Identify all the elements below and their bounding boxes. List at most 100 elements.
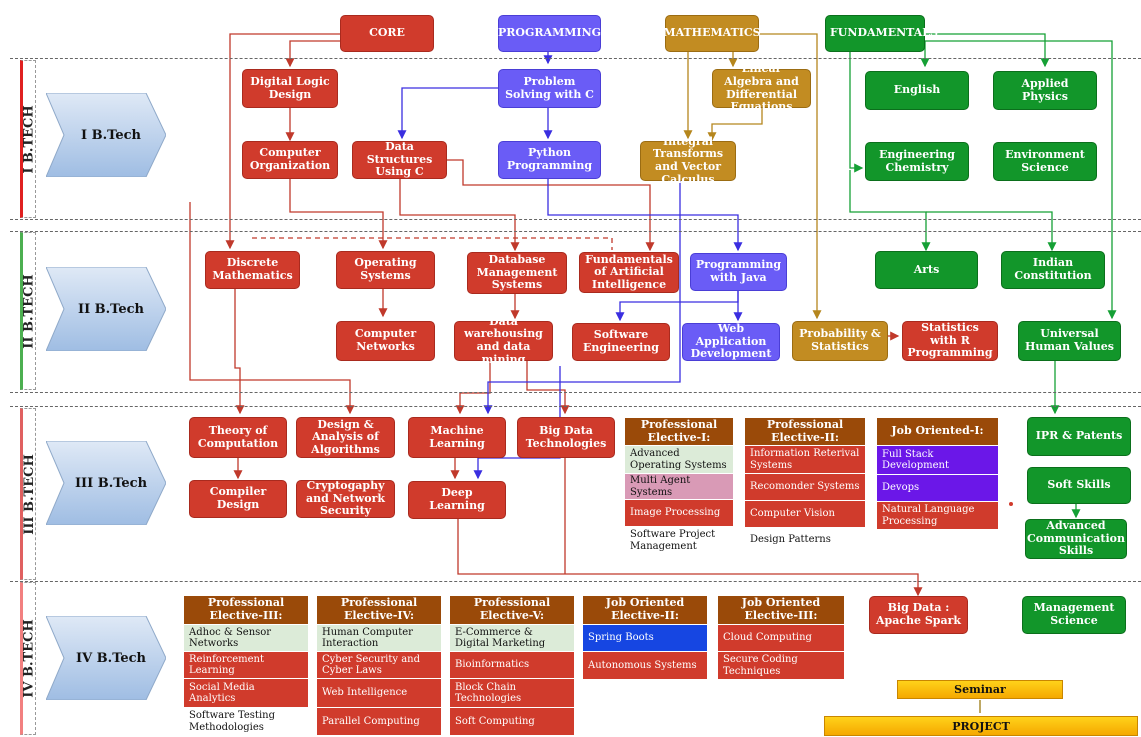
course-deep-learning: Deep Learning (408, 481, 506, 519)
course-discrete-mathematics: Discrete Mathematics (205, 251, 300, 289)
elective-pe5-title: Professional Elective-V: (450, 596, 574, 624)
year-bar-3: III B.TECH (20, 408, 37, 580)
separator-5 (10, 406, 1141, 407)
year-chevron-4-label: IV B.Tech (75, 650, 147, 666)
year-bar-4-label: IV B.TECH (21, 619, 37, 698)
year-bar-2-label: II B.TECH (21, 273, 37, 349)
elective-jo3-item: Secure Coding Techniques (718, 651, 844, 679)
elective-pe2-item: Information Reterival Systems (745, 445, 865, 473)
elective-pe3-item: Adhoc & Sensor Networks (184, 624, 308, 651)
project-bar: PROJECT (824, 716, 1138, 736)
course-compiler-design: Compiler Design (189, 480, 287, 518)
elective-pe1-item: Image Processing (625, 499, 733, 526)
elective-pe1-item: Advanced Operating Systems (625, 445, 733, 473)
elective-pe3-title: Professional Elective-III: (184, 596, 308, 624)
elective-panel-pe5: Professional Elective-V: E-Commerce & Di… (450, 596, 574, 735)
course-design-analysis-algorithms: Design & Analysis of Algorithms (296, 417, 395, 458)
course-operating-systems: Operating Systems (336, 251, 435, 289)
course-integral-transforms: Integral Transforms and Vector Calculus (640, 135, 736, 185)
elective-pe5-item: E-Commerce & Digital Marketing (450, 624, 574, 651)
elective-pe2-item: Computer Vision (745, 500, 865, 527)
year-chevron-3-label: III B.Tech (74, 475, 148, 491)
elective-pe3-item: Software Testing Methodologies (184, 707, 308, 735)
year-bar-2: II B.TECH (20, 232, 37, 390)
course-applied-physics: Applied Physics (993, 71, 1097, 110)
year-chevron-3: III B.Tech (46, 441, 166, 525)
course-advanced-communication-skills: Advanced Communication Skills (1025, 519, 1127, 559)
elective-pe4-item: Cyber Security and Cyber Laws (317, 651, 441, 678)
course-english: English (865, 71, 969, 110)
elective-pe4-item: Parallel Computing (317, 707, 441, 735)
course-big-data-technologies: Big Data Technologies (517, 417, 615, 458)
course-computer-networks: Computer Networks (336, 321, 435, 361)
elective-panel-pe2: Professional Elective-II: Information Re… (745, 418, 865, 552)
separator-6 (10, 581, 1141, 582)
elective-jo3-title: Job Oriented Elective-III: (718, 596, 844, 624)
elective-panel-jo2: Job Oriented Elective-II: Spring Boots A… (583, 596, 707, 679)
elective-jo3-item: Cloud Computing (718, 624, 844, 651)
elective-panel-pe3: Professional Elective-III: Adhoc & Senso… (184, 596, 308, 735)
course-environment-science: Environment Science (993, 142, 1097, 181)
course-universal-human-values: Universal Human Values (1018, 321, 1121, 361)
course-arts: Arts (875, 251, 978, 289)
course-theory-of-computation: Theory of Computation (189, 417, 287, 458)
seminar-bar: Seminar (897, 680, 1063, 699)
elective-pe1-item: Software Project Management (625, 526, 733, 554)
year-bar-1: I B.TECH (20, 60, 37, 218)
course-soft-skills: Soft Skills (1027, 467, 1131, 504)
course-cryptography-network-security: Cryptogaphy and Network Security (296, 479, 395, 518)
elective-jo1-item: Natural Language Processing (877, 501, 998, 529)
year-bar-4: IV B.TECH (20, 582, 37, 735)
elective-pe1-item: Multi Agent Systems (625, 473, 733, 499)
elective-jo1-item: Full Stack Development (877, 445, 998, 474)
course-data-warehousing: Data warehousing and data mining (454, 315, 553, 365)
course-problem-solving-c: Problem Solving with C (498, 69, 601, 108)
year-chevron-1: I B.Tech (46, 93, 166, 177)
course-machine-learning: Machine Learning (408, 417, 506, 458)
year-chevron-1-label: I B.Tech (81, 127, 141, 143)
header-mathematics: MATHEMATICS (663, 15, 761, 52)
course-computer-organization: Computer Organization (242, 141, 338, 179)
elective-jo1-title: Job Oriented-I: (877, 418, 998, 445)
year-bar-1-label: I B.TECH (21, 104, 37, 174)
course-web-application-development: Web Application Development (682, 322, 780, 361)
elective-jo1-item: Devops (877, 474, 998, 501)
header-fundamentals: FUNDAMENTALS (825, 15, 938, 52)
elective-panel-jo3: Job Oriented Elective-III: Cloud Computi… (718, 596, 844, 679)
separator-4 (10, 392, 1141, 393)
course-data-structures-c: Data Structures Using C (352, 140, 447, 179)
course-dbms: Database Management Systems (467, 252, 567, 294)
year-chevron-2: II B.Tech (46, 267, 166, 351)
separator-2 (10, 219, 1141, 220)
elective-pe4-item: Web Intelligence (317, 678, 441, 707)
header-core: CORE (340, 15, 434, 52)
year-bar-3-label: III B.TECH (21, 453, 37, 535)
elective-jo2-title: Job Oriented Elective-II: (583, 596, 707, 624)
course-linear-algebra: Linear Algebra and Differential Equation… (712, 62, 811, 113)
elective-pe3-item: Social Media Analytics (184, 678, 308, 707)
elective-pe5-item: Block Chain Technologies (450, 678, 574, 707)
elective-panel-pe4: Professional Elective-IV: Human Computer… (317, 596, 441, 735)
course-software-engineering: Software Engineering (572, 323, 670, 361)
elective-pe5-item: Bioinformatics (450, 651, 574, 678)
elective-jo2-item: Spring Boots (583, 624, 707, 651)
course-management-science: Management Science (1022, 596, 1126, 634)
elective-pe1-title: Professional Elective-I: (625, 418, 733, 445)
elective-pe2-item: Design Patterns (745, 527, 865, 552)
course-fundamentals-ai: Fundamentals of Artificial Intelligence (579, 252, 679, 293)
course-big-data-apache-spark: Big Data : Apache Spark (869, 596, 968, 634)
course-indian-constitution: Indian Constitution (1001, 251, 1105, 289)
separator-1 (10, 58, 1141, 59)
elective-pe4-title: Professional Elective-IV: (317, 596, 441, 624)
elective-jo2-item: Autonomous Systems (583, 651, 707, 679)
course-digital-logic-design: Digital Logic Design (242, 69, 338, 108)
course-python-programming: Python Programming (498, 141, 601, 179)
year-chevron-4: IV B.Tech (46, 616, 166, 700)
elective-panel-jo1: Job Oriented-I: Full Stack Development D… (877, 418, 998, 529)
elective-panel-pe1: Professional Elective-I: Advanced Operat… (625, 418, 733, 554)
header-programming: PROGRAMMING (498, 15, 601, 52)
course-statistics-r: Statistics with R Programming (902, 321, 998, 361)
elective-pe3-item: Reinforcement Learning (184, 651, 308, 678)
elective-pe2-title: Professional Elective-II: (745, 418, 865, 445)
